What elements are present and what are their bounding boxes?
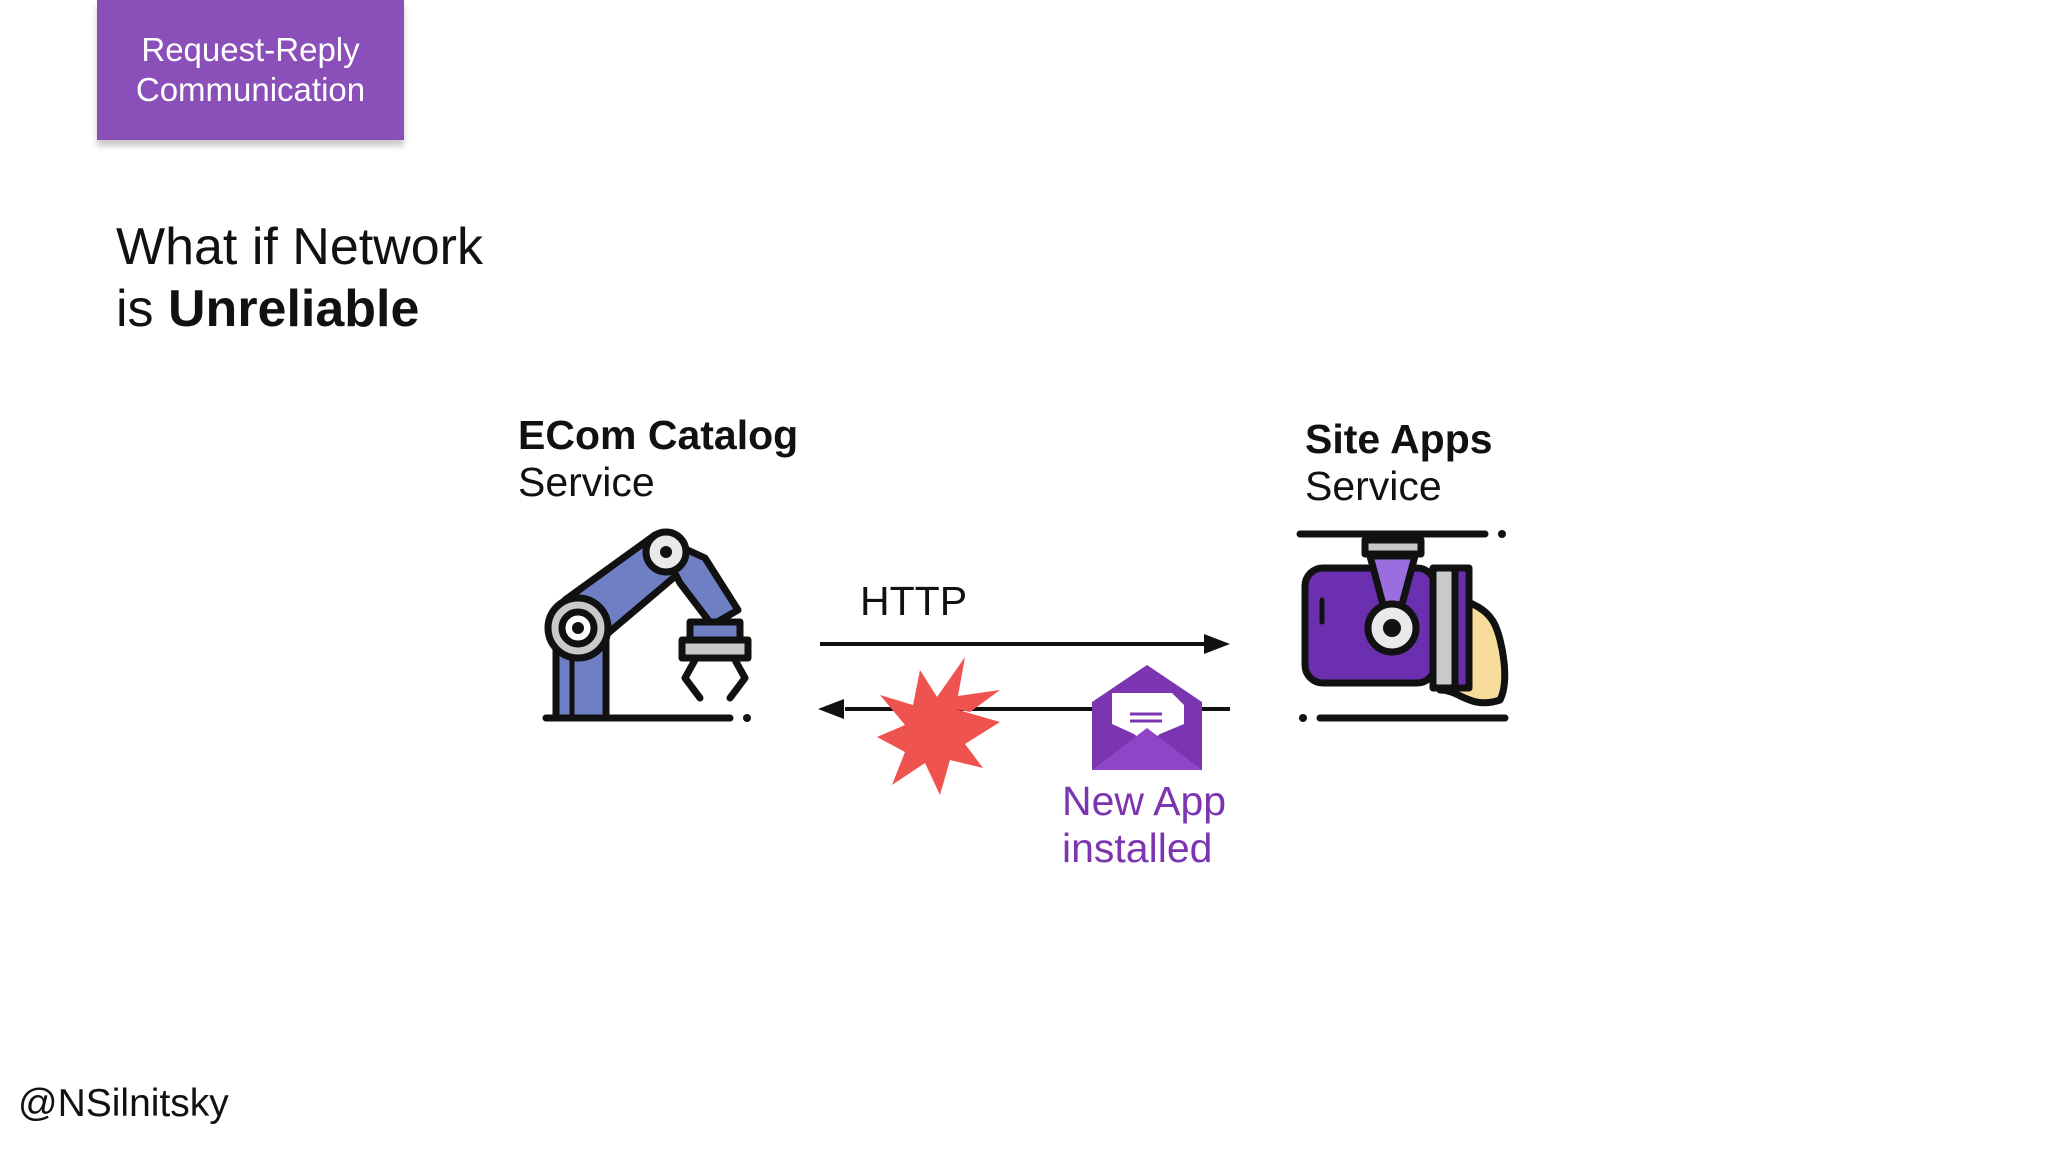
section-tag-line1: Request-Reply [141,31,360,68]
http-request-arrow [820,634,1230,654]
robotic-arm-icon [542,528,752,722]
slide-title-line2: is Unreliable [116,278,483,340]
ecom-catalog-name: ECom Catalog [518,412,799,458]
slide-title-emphasis: Unreliable [168,280,420,338]
explosion-icon [877,657,1000,795]
printer-machine-icon [1296,530,1509,722]
slide-title-line1: What if Network [116,218,483,276]
envelope-icon [1092,665,1202,770]
section-tag: Request-Reply Communication [97,0,404,140]
message-label: New App installed [1062,778,1226,872]
ecom-catalog-label: ECom Catalog Service [518,412,798,506]
section-tag-line2: Communication [135,71,366,108]
ecom-catalog-sub: Service [518,459,655,505]
slide-title: What if Network is Unreliable [116,216,483,340]
author-handle: @NSilnitsky [18,1082,229,1125]
message-label-line2: installed [1062,825,1213,871]
http-label: HTTP [860,578,968,624]
site-apps-name: Site Apps [1305,416,1493,462]
site-apps-sub: Service [1305,463,1442,509]
slide-title-prefix: is [116,280,168,338]
site-apps-label: Site Apps Service [1305,416,1493,510]
message-label-line1: New App [1062,778,1227,824]
